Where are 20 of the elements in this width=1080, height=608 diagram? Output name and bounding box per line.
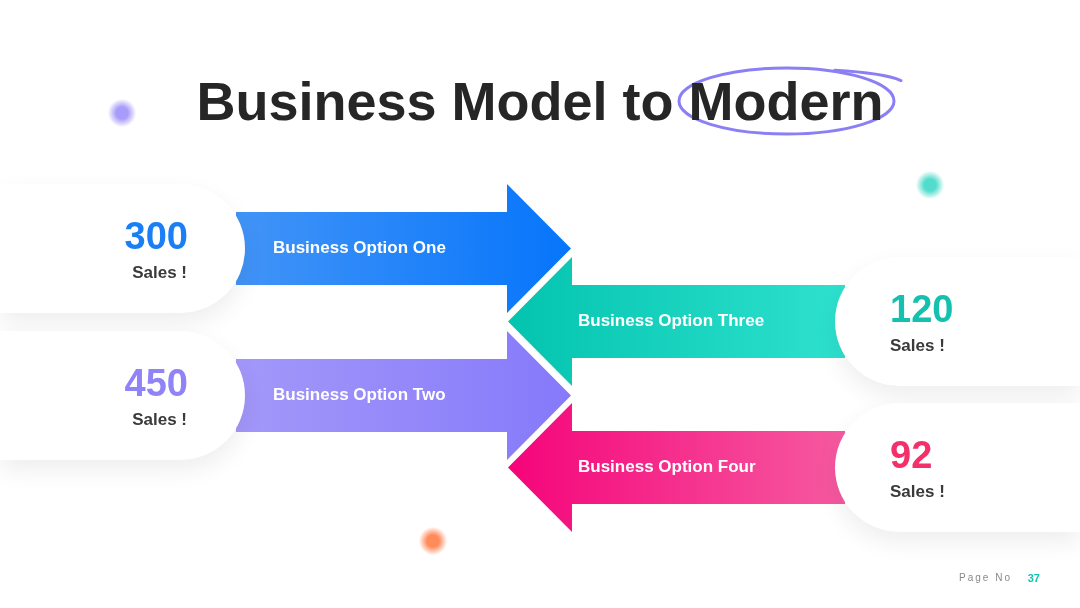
sales-number: 92 [890, 435, 933, 474]
left-arrow-banner [508, 403, 845, 532]
sales-caption: Sales ! [890, 482, 945, 500]
option-label: Business Option Two [273, 386, 446, 405]
right-arrow-banner [236, 331, 571, 460]
sales-number: 300 [124, 216, 188, 255]
sales-number: 450 [124, 363, 188, 402]
option-label: Business Option One [273, 239, 446, 258]
rounded-card [0, 331, 245, 460]
rounded-card [835, 403, 1080, 532]
page-label: Page No [959, 572, 1012, 583]
sales-caption: Sales ! [890, 336, 945, 354]
option-label: Business Option Four [578, 458, 756, 477]
sales-caption: Sales ! [132, 263, 187, 281]
sales-caption: Sales ! [132, 410, 187, 428]
sales-number: 120 [890, 289, 954, 328]
page-number: 37 [1027, 572, 1040, 584]
left-arrow-banner [508, 257, 845, 386]
option-label: Business Option Three [578, 312, 765, 331]
right-arrow-banner [236, 184, 571, 313]
